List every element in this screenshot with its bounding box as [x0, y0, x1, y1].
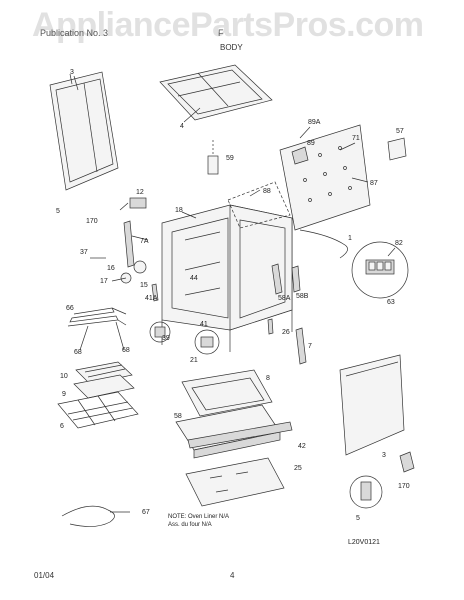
- bracket-7a: [123, 220, 135, 268]
- callout-4: 4: [180, 123, 184, 130]
- callout-7: 7: [308, 343, 312, 350]
- model-header: F: [218, 28, 224, 38]
- callout-25: 25: [294, 465, 302, 472]
- oven-body-frame: [161, 204, 293, 352]
- callout-41a: 41A: [145, 295, 158, 302]
- leader-lines: [73, 75, 396, 513]
- callout-21: 21: [190, 357, 198, 364]
- callout-16: 16: [107, 265, 115, 272]
- watermark: AppliancePartsPros.com: [32, 6, 424, 44]
- callout-89a: 89A: [308, 119, 321, 126]
- bracket-26: [267, 318, 274, 335]
- callout-7a: 7A: [140, 238, 149, 245]
- callout-66: 66: [66, 305, 74, 312]
- leg-bracket-170: [399, 451, 415, 473]
- callout-58b: 58B: [296, 293, 309, 300]
- callout-3: 3: [70, 69, 74, 76]
- callout-39: 39: [162, 335, 170, 342]
- broiler-pan-insert: [75, 361, 133, 385]
- publication-header: Publication No. 3: [40, 28, 109, 38]
- callout-3-right: 3: [382, 452, 386, 459]
- footer-date: 01/04: [34, 571, 55, 580]
- callout-58a: 58A: [278, 295, 291, 302]
- bottom-panel: [185, 457, 285, 507]
- callout-44: 44: [190, 275, 198, 282]
- callout-88: 88: [263, 188, 271, 195]
- callout-26: 26: [282, 329, 290, 336]
- callout-5: 5: [56, 208, 60, 215]
- callout-18: 18: [175, 207, 183, 214]
- oven-window-frame: [181, 369, 273, 417]
- bracket-58a: [271, 263, 283, 295]
- callout-68-right: 68: [122, 347, 130, 354]
- callout-5-right: 5: [356, 515, 360, 522]
- access-cover: [387, 137, 407, 161]
- callout-12: 12: [136, 189, 144, 196]
- callout-42: 42: [298, 443, 306, 450]
- callout-63: 63: [387, 299, 395, 306]
- callout-37: 37: [80, 249, 88, 256]
- broil-element: [61, 505, 115, 527]
- callout-10: 10: [60, 373, 68, 380]
- thermostat-assembly: [119, 197, 147, 211]
- callout-8: 8: [266, 375, 270, 382]
- note-line-2: Ass. du four N/A: [168, 522, 212, 528]
- callout-59: 59: [226, 155, 234, 162]
- diagram-code: L20V0121: [348, 539, 380, 546]
- callout-67: 67: [142, 509, 150, 516]
- terminal-block-inset: [351, 241, 409, 299]
- leveling-leg-inset: [349, 475, 383, 509]
- callout-170: 170: [86, 218, 98, 225]
- vent-duct: [207, 140, 219, 175]
- callout-9: 9: [62, 391, 66, 398]
- callout-15: 15: [140, 282, 148, 289]
- drawer-front: [187, 421, 293, 449]
- page-number: 4: [230, 571, 235, 580]
- callout-170-right: 170: [398, 483, 410, 490]
- callout-17: 17: [100, 278, 108, 285]
- callout-87: 87: [370, 180, 378, 187]
- top-panel: [159, 64, 273, 121]
- bake-element: [67, 307, 127, 327]
- bracket-58b: [291, 265, 301, 293]
- callout-68-left: 68: [74, 349, 82, 356]
- section-title: BODY: [220, 43, 243, 52]
- side-panel-right: [339, 354, 405, 456]
- broiler-pan: [73, 374, 135, 399]
- bracket-inset-39: [149, 321, 171, 343]
- oven-rack: [57, 391, 139, 429]
- insulation-blanket: [227, 181, 291, 229]
- callout-6: 6: [60, 423, 64, 430]
- callout-41: 41: [200, 321, 208, 328]
- bracket-inset-21: [194, 329, 220, 355]
- callout-71: 71: [352, 135, 360, 142]
- fan-motor: [111, 260, 147, 284]
- callout-89: 89: [307, 140, 315, 147]
- wire-bracket: [291, 146, 309, 165]
- side-panel-left: [49, 71, 119, 191]
- callout-82: 82: [395, 240, 403, 247]
- bracket-7: [295, 327, 307, 365]
- wire-harness: [299, 229, 348, 259]
- callout-1: 1: [348, 235, 352, 242]
- leveling-leg-bracket: [151, 283, 159, 302]
- note-line-1: NOTE: Oven Liner N/A: [168, 514, 229, 520]
- callout-58: 58: [174, 413, 182, 420]
- callout-57: 57: [396, 128, 404, 135]
